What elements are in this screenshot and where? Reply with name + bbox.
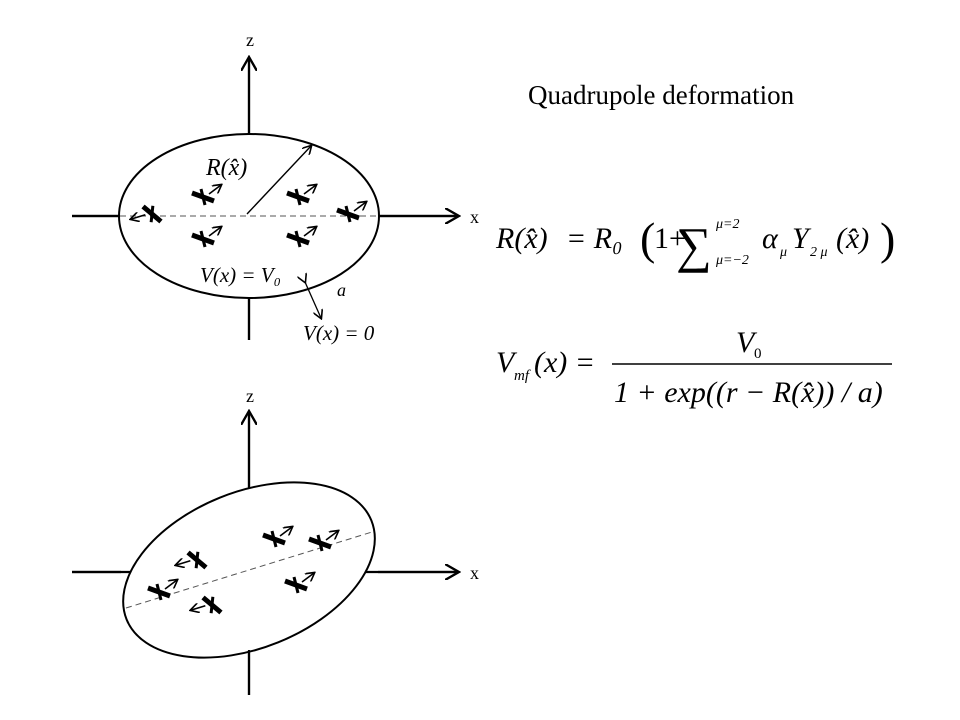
bottom-nucleon-3 [308, 531, 338, 552]
radius-label: R(x̂) [205, 155, 247, 181]
top-nucleon-3 [191, 227, 221, 248]
harmonic-argument: (x̂) [836, 222, 869, 255]
radius-equation: R(x̂) = R₀ ( 1+ ∑ μ=2 μ=−2 α μ Y 2 μ (x̂… [495, 213, 895, 273]
top-z-label: z [246, 30, 254, 50]
top-nucleon-2 [286, 185, 316, 206]
spherical-harmonic-subscript: 2 μ [810, 245, 828, 260]
potential-denominator: 1 + exp((r − R(x̂)) / a) [614, 376, 883, 409]
top-nucleon-4 [286, 227, 316, 248]
top-nucleon-5 [131, 204, 163, 224]
diffuseness-label: a [337, 280, 346, 300]
bottom-nucleon-4 [284, 573, 314, 594]
radius-eq-open-paren: ( [640, 213, 655, 264]
bottom-nucleon-1 [176, 550, 208, 570]
alpha-symbol: α [762, 222, 779, 255]
diffuseness-arrow [305, 282, 321, 318]
top-nucleon-6 [336, 202, 366, 223]
potential-numerator-subscript: 0 [754, 346, 762, 362]
alpha-subscript: μ [779, 245, 787, 260]
top-diagram: z x R(x̂) V(x) = V₀ a V(x) = 0 [72, 30, 479, 345]
bottom-diagram: z x [72, 386, 479, 695]
bottom-x-label: x [470, 563, 479, 583]
bottom-nucleon-group [147, 527, 338, 615]
outer-potential-label: V(x) = 0 [303, 321, 375, 345]
radius-eq-lhs: R(x̂) [495, 222, 548, 255]
bottom-z-label: z [246, 386, 254, 406]
top-nucleon-1 [191, 185, 221, 206]
sum-sign: ∑ [676, 217, 712, 273]
radius-eq-close-paren: ) [880, 213, 895, 264]
bottom-nucleon-6 [191, 595, 223, 615]
radius-arrow [246, 146, 311, 215]
figure-title: Quadrupole deformation [528, 80, 795, 110]
bottom-nucleus-ellipse [122, 481, 376, 659]
radius-eq-one: 1+ [654, 222, 686, 255]
sum-lower-limit: μ=−2 [715, 253, 749, 268]
spherical-harmonic: Y [792, 222, 812, 255]
inner-potential-label: V(x) = V₀ [200, 263, 281, 287]
bottom-nucleon-5 [147, 580, 177, 601]
potential-lhs-argument: (x) = [534, 346, 595, 379]
top-nucleon-group [131, 185, 366, 248]
bottom-nucleon-2 [262, 527, 292, 548]
sum-upper-limit: μ=2 [715, 217, 739, 232]
potential-numerator: V [736, 326, 758, 359]
potential-lhs-subscript: mf [514, 368, 531, 384]
top-x-label: x [470, 207, 479, 227]
radius-eq-prefix: = R₀ [566, 222, 623, 255]
potential-lhs: V [496, 346, 518, 379]
potential-equation: V mf (x) = V 0 1 + exp((r − R(x̂)) / a) [496, 326, 892, 409]
